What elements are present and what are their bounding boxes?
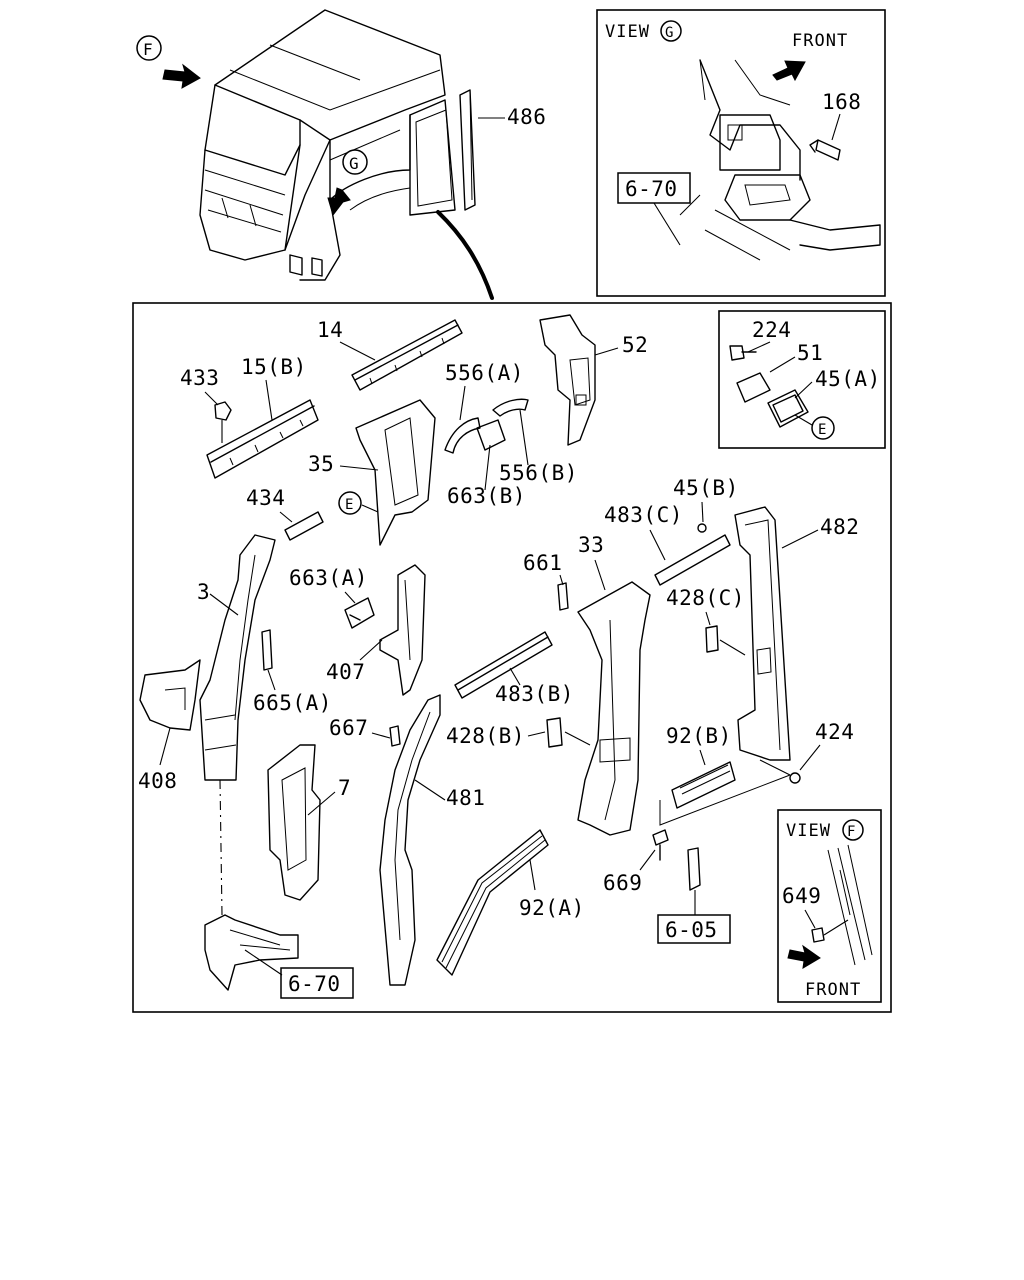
part-7 [267,744,321,901]
marker-g-cab: G [349,154,359,173]
front-label-top: FRONT [792,31,848,51]
arrow-icon [787,944,821,969]
label-92b: 92(B) [666,724,732,748]
label-483b: 483(B) [495,682,574,706]
part-482 [734,506,791,761]
label-92a: 92(A) [519,896,585,920]
marker-e-inset: E [818,422,827,438]
label-663b: 663(B) [447,484,526,508]
arrow-icon [162,63,201,89]
label-428b: 428(B) [446,724,525,748]
label-408: 408 [138,769,177,793]
part-481 [379,694,441,986]
label-14: 14 [317,318,343,342]
label-649: 649 [782,884,821,908]
label-434: 434 [246,486,285,510]
part-483b [454,631,553,699]
label-661: 661 [523,551,562,575]
marker-f-view: F [847,824,856,840]
label-482: 482 [820,515,859,539]
label-481: 481 [446,786,485,810]
label-556b: 556(B) [499,461,578,485]
arrow-icon [327,187,351,217]
cab-illustration [199,9,476,281]
part-14 [351,319,463,391]
ref-6-70-top: 6-70 [625,177,678,201]
label-33: 33 [578,533,604,557]
label-3: 3 [197,580,210,604]
label-45a: 45(A) [815,367,881,391]
view-f-title: VIEW [786,821,831,841]
view-f-inset: VIEW F 649 FRONT [777,809,882,1003]
ref-6-05: 6-05 [665,918,718,942]
label-667: 667 [329,716,368,740]
marker-e-main: E [345,497,354,513]
arrow-icon [772,60,806,82]
label-483c: 483(C) [604,503,683,527]
label-663a: 663(A) [289,566,368,590]
part-35 [355,399,436,546]
part-3 [199,534,276,781]
label-45b: 45(B) [673,476,739,500]
label-669: 669 [603,871,642,895]
part-407 [379,564,426,696]
inset-224-51-45a: 224 51 45(A) E [718,310,886,449]
main-frame [132,302,892,1013]
view-g-title: VIEW [605,22,650,42]
part-92a [436,829,549,976]
label-168: 168 [822,90,861,114]
label-52: 52 [622,333,648,357]
marker-f-top: F [143,40,153,59]
label-224: 224 [752,318,791,342]
label-428c: 428(C) [666,586,745,610]
part-33 [577,581,651,836]
label-433: 433 [180,366,219,390]
view-g-inset: VIEW G FRONT 168 6-70 [596,9,886,297]
label-7: 7 [338,776,351,800]
view-f-marker-top: F [136,35,201,89]
label-424: 424 [815,720,854,744]
ref-6-70-bottom: 6-70 [288,972,341,996]
part-52 [539,314,596,446]
part-15b [206,399,319,479]
label-35: 35 [308,452,334,476]
label-51: 51 [797,341,823,365]
label-665a: 665(A) [253,691,332,715]
front-label-bottom: FRONT [805,980,861,1000]
part-408 [139,659,201,731]
label-486: 486 [507,105,546,129]
marker-g-view: G [665,25,674,41]
label-556a: 556(A) [445,361,524,385]
label-15b: 15(B) [241,355,307,379]
view-g-marker-cab: G [327,149,368,217]
label-407: 407 [326,660,365,684]
